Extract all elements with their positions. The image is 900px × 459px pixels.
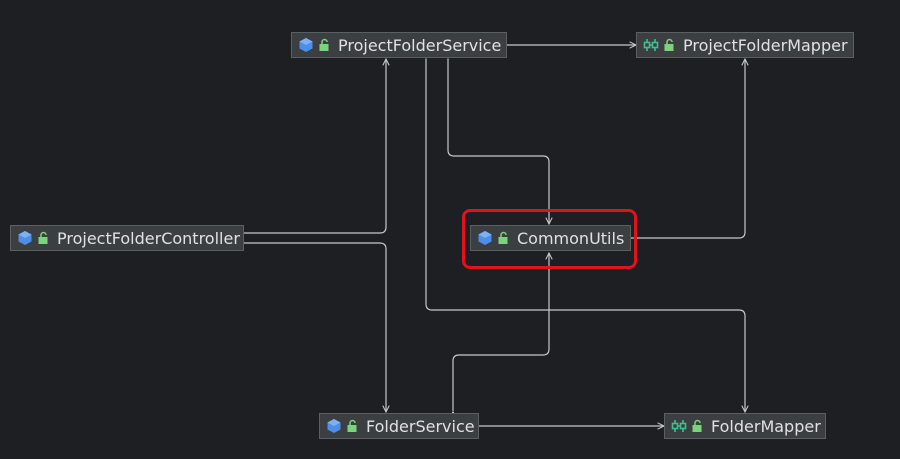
class-icon (326, 418, 342, 434)
node-project-folder-controller[interactable]: ProjectFolderController (10, 225, 244, 251)
unlocked-padlock-icon (37, 231, 49, 245)
node-label: FolderMapper (711, 416, 821, 436)
node-label: FolderService (366, 416, 475, 436)
edge-controller-to-folder-service (244, 243, 386, 412)
unlocked-padlock-icon (663, 38, 675, 52)
node-common-utils[interactable]: CommonUtils (470, 225, 631, 251)
edge-folder-service-to-commonutils (453, 253, 549, 411)
unlocked-padlock-icon (318, 38, 330, 52)
node-label: ProjectFolderController (57, 228, 240, 248)
node-label: ProjectFolderMapper (683, 35, 848, 55)
class-icon (17, 230, 33, 246)
node-folder-service[interactable]: FolderService (319, 413, 479, 439)
edge-project-mapper-to-commonutils (631, 59, 745, 238)
interface-icon (671, 418, 687, 434)
unlocked-padlock-icon (497, 231, 509, 245)
node-folder-mapper[interactable]: FolderMapper (664, 413, 826, 439)
class-icon (477, 230, 493, 246)
interface-icon (643, 37, 659, 53)
node-label: ProjectFolderService (338, 35, 502, 55)
edge-service-to-commonutils (448, 59, 549, 224)
unlocked-padlock-icon (346, 419, 358, 433)
edge-controller-to-service (244, 59, 386, 233)
highlight-frame (462, 209, 637, 269)
node-label: CommonUtils (517, 228, 625, 248)
unlocked-padlock-icon (691, 419, 703, 433)
node-project-folder-mapper[interactable]: ProjectFolderMapper (636, 32, 854, 58)
node-project-folder-service[interactable]: ProjectFolderService (291, 32, 507, 58)
edge-service-to-folder-mapper (426, 59, 745, 412)
class-icon (298, 37, 314, 53)
